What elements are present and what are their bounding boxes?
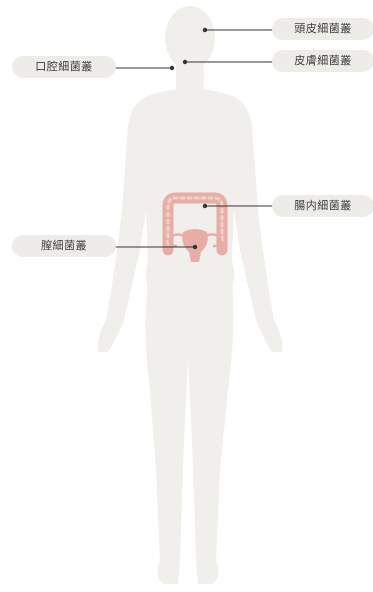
dot-vagina bbox=[193, 245, 197, 249]
legs-shape bbox=[145, 285, 233, 584]
neck-shape bbox=[176, 62, 204, 92]
label-oral-microbiome: 口腔細菌叢 bbox=[12, 56, 116, 78]
label-vaginal-microbiome: 膣細菌叢 bbox=[12, 235, 116, 257]
label-scalp-microbiome: 頭皮細菌叢 bbox=[272, 18, 373, 40]
label-skin-microbiome: 皮膚細菌叢 bbox=[272, 50, 373, 72]
dot-scalp bbox=[203, 28, 207, 32]
dot-skin bbox=[183, 60, 187, 64]
dot-oral bbox=[170, 66, 174, 70]
label-gut-microbiome: 腸内細菌叢 bbox=[272, 195, 373, 217]
body-silhouette bbox=[98, 6, 283, 584]
dot-gut bbox=[203, 204, 207, 208]
head-shape bbox=[165, 6, 215, 70]
